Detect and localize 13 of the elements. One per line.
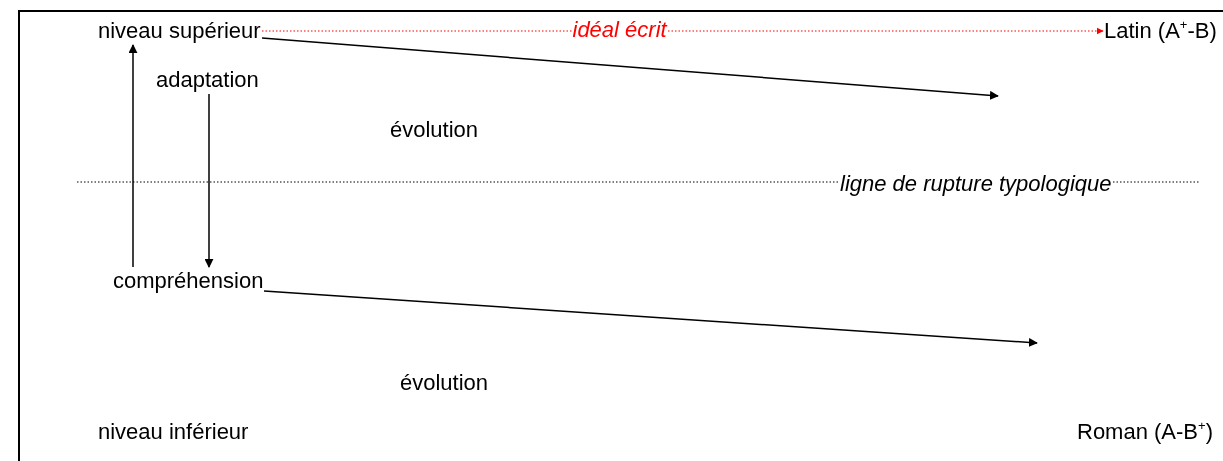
node-text: Roman (A-B$^{+}$) — [1077, 419, 1213, 445]
node-text: niveau inférieur — [98, 419, 249, 445]
text-label: évolution — [400, 370, 489, 396]
arrow — [261, 27, 1104, 35]
node-text: niveau supérieur — [98, 18, 261, 44]
text-label: évolution — [390, 117, 479, 143]
node-text: compréhension — [113, 268, 264, 294]
arrow — [128, 44, 138, 268]
arrow — [261, 37, 999, 100]
arrow — [263, 290, 1038, 347]
arrow — [204, 93, 214, 268]
node-text: Latin (A$^{+}$-B) — [1104, 18, 1217, 44]
node-text: adaptation — [156, 67, 259, 93]
